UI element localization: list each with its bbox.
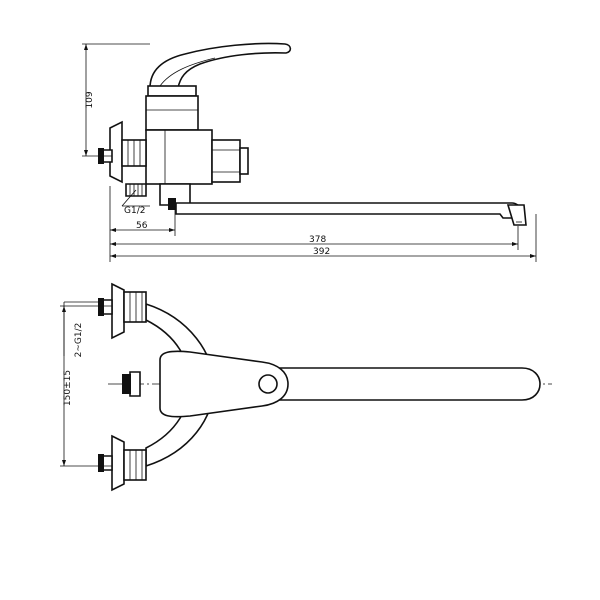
- side-spout: [175, 202, 526, 219]
- side-main-body: [145, 129, 213, 185]
- dim-150-label: 150±15: [63, 370, 73, 406]
- top-spout: [269, 367, 541, 401]
- top-view: 2~G1/2 150±15: [60, 282, 552, 492]
- side-cartridge-body: [145, 95, 199, 131]
- dim-56-label: 56: [136, 221, 148, 231]
- top-upper-inlet: [98, 282, 147, 340]
- dim-2g12-label: 2~G1/2: [74, 323, 84, 358]
- dim-56: 56: [109, 186, 176, 262]
- side-view: 109 G1/2 56 378: [82, 42, 537, 262]
- top-lower-inlet: [98, 434, 147, 492]
- side-eccentric-union: [98, 120, 147, 197]
- dim-392: 392: [110, 214, 537, 262]
- dim-378-label: 378: [309, 235, 326, 245]
- dim-109-label: 109: [85, 91, 95, 108]
- dim-109: 109: [82, 43, 150, 157]
- dim-g12: G1/2: [121, 189, 150, 216]
- top-handle-lever: [159, 350, 289, 418]
- top-diverter-knob: [122, 371, 141, 397]
- side-cartridge-cap: [147, 85, 197, 97]
- dim-150: 150±15: [60, 305, 112, 467]
- side-spout-aerator: [506, 204, 527, 226]
- dim-2g12: 2~G1/2: [63, 301, 100, 358]
- dim-378: 378: [110, 226, 519, 250]
- top-handle-hole: [258, 374, 278, 394]
- dim-392-label: 392: [313, 247, 330, 257]
- dim-g12-label: G1/2: [124, 206, 145, 216]
- side-diverter-nut: [211, 139, 241, 183]
- side-handle-lever: [149, 42, 292, 89]
